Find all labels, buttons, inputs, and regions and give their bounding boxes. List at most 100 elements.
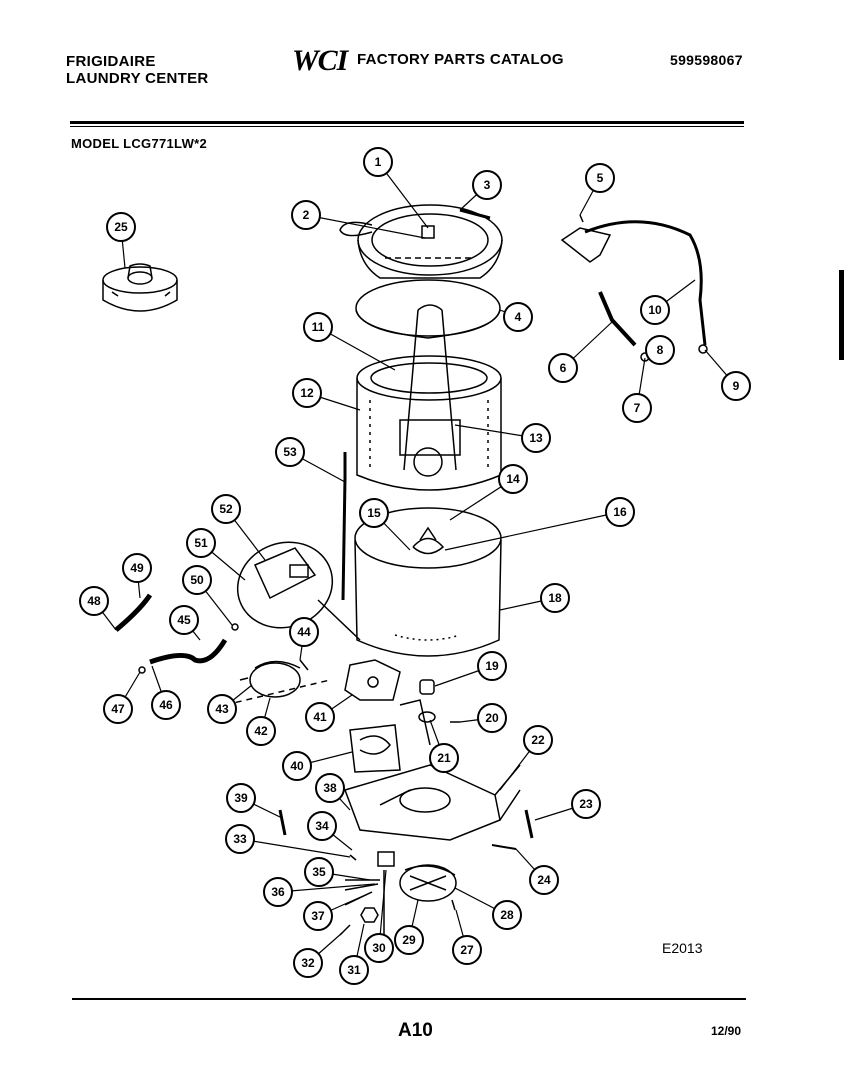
callout-14: 14 bbox=[449, 464, 528, 521]
callout-circle-47 bbox=[103, 694, 133, 724]
callout-circle-46 bbox=[151, 690, 181, 720]
callout-47: 47 bbox=[103, 671, 141, 724]
callout-34: 34 bbox=[307, 811, 353, 851]
callout-label-28: 28 bbox=[500, 908, 514, 922]
callout-5: 5 bbox=[579, 163, 615, 216]
callout-circle-3 bbox=[472, 170, 502, 200]
callout-2: 2 bbox=[291, 200, 426, 239]
callout-circle-7 bbox=[622, 393, 652, 423]
part-28-29-drawing bbox=[399, 864, 457, 902]
scan-edge-mark bbox=[839, 270, 844, 360]
callout-18: 18 bbox=[499, 583, 570, 613]
callout-label-31: 31 bbox=[347, 963, 361, 977]
callout-circle-43 bbox=[207, 694, 237, 724]
callout-21: 21 bbox=[429, 719, 459, 773]
footer-rule bbox=[72, 998, 746, 1000]
callout-35: 35 bbox=[304, 857, 371, 887]
callout-circle-16 bbox=[605, 497, 635, 527]
callout-19: 19 bbox=[434, 651, 507, 687]
motor-base-drawing bbox=[344, 699, 521, 841]
callout-label-7: 7 bbox=[634, 401, 641, 415]
callout-label-39: 39 bbox=[234, 791, 248, 805]
callout-circle-52 bbox=[211, 494, 241, 524]
callout-label-25: 25 bbox=[114, 220, 128, 234]
callout-12: 12 bbox=[292, 378, 361, 411]
callout-circle-8 bbox=[645, 335, 675, 365]
callout-circle-14 bbox=[498, 464, 528, 494]
callout-50: 50 bbox=[182, 565, 233, 626]
callout-circle-4 bbox=[503, 302, 533, 332]
callout-label-44: 44 bbox=[297, 625, 311, 639]
callout-label-4: 4 bbox=[515, 310, 522, 324]
callout-41: 41 bbox=[305, 694, 353, 732]
callout-label-11: 11 bbox=[312, 320, 325, 334]
callout-label-3: 3 bbox=[484, 178, 491, 192]
callout-7: 7 bbox=[622, 357, 652, 423]
callout-20: 20 bbox=[459, 703, 507, 733]
callout-label-52: 52 bbox=[219, 502, 233, 516]
callout-circle-39 bbox=[226, 783, 256, 813]
callout-circle-18 bbox=[540, 583, 570, 613]
callout-28: 28 bbox=[454, 887, 522, 930]
part-24-drawing bbox=[491, 844, 517, 850]
pump-drawing bbox=[224, 659, 401, 706]
callout-48: 48 bbox=[79, 586, 117, 631]
callout-leader-33 bbox=[239, 838, 351, 858]
callout-label-46: 46 bbox=[159, 698, 173, 712]
callout-39: 39 bbox=[226, 783, 283, 819]
callout-label-41: 41 bbox=[313, 710, 327, 724]
callout-23: 23 bbox=[534, 789, 601, 821]
callout-circle-35 bbox=[304, 857, 334, 887]
callout-53: 53 bbox=[275, 437, 346, 483]
revision-date: 12/90 bbox=[711, 1024, 742, 1038]
catalog-number: 599598067 bbox=[670, 52, 743, 68]
part-47-drawing bbox=[138, 666, 146, 674]
callout-circle-33 bbox=[225, 824, 255, 854]
callout-circle-50 bbox=[182, 565, 212, 595]
callout-circle-34 bbox=[307, 811, 337, 841]
callout-label-38: 38 bbox=[323, 781, 337, 795]
callout-label-35: 35 bbox=[312, 865, 326, 879]
callout-label-5: 5 bbox=[597, 171, 604, 185]
hardware-drawing bbox=[339, 851, 456, 936]
callout-15: 15 bbox=[359, 498, 411, 551]
callout-31: 31 bbox=[339, 923, 369, 985]
callout-label-22: 22 bbox=[531, 733, 545, 747]
callout-circle-37 bbox=[303, 901, 333, 931]
callout-label-36: 36 bbox=[271, 885, 285, 899]
callout-49: 49 bbox=[122, 553, 152, 599]
spin-basket-drawing bbox=[356, 304, 502, 491]
brand-name: FRIGIDAIRE LAUNDRY CENTER bbox=[66, 53, 209, 87]
callout-4: 4 bbox=[499, 302, 533, 332]
callout-label-50: 50 bbox=[190, 573, 204, 587]
callout-circle-22 bbox=[523, 725, 553, 755]
callout-circle-20 bbox=[477, 703, 507, 733]
callout-circle-51 bbox=[186, 528, 216, 558]
callout-circle-53 bbox=[275, 437, 305, 467]
part-4-drawing bbox=[355, 279, 501, 339]
drawing-code: E2013 bbox=[662, 940, 703, 956]
callout-label-53: 53 bbox=[283, 445, 297, 459]
callout-label-24: 24 bbox=[537, 873, 551, 887]
catalog-title: FACTORY PARTS CATALOG bbox=[357, 51, 564, 68]
part-23-drawing bbox=[524, 809, 534, 839]
callout-label-12: 12 bbox=[300, 386, 314, 400]
callout-label-1: 1 bbox=[375, 155, 382, 169]
model-number: MODEL LCG771LW*2 bbox=[71, 136, 208, 151]
callout-46: 46 bbox=[151, 665, 181, 720]
callout-51: 51 bbox=[186, 528, 246, 581]
callout-label-45: 45 bbox=[177, 613, 191, 627]
part-25-drawing bbox=[102, 263, 178, 312]
callout-label-51: 51 bbox=[194, 536, 208, 550]
callout-circle-49 bbox=[122, 553, 152, 583]
callout-label-29: 29 bbox=[402, 933, 416, 947]
callout-circle-5 bbox=[585, 163, 615, 193]
callout-circle-29 bbox=[394, 925, 424, 955]
callout-circle-40 bbox=[282, 751, 312, 781]
callout-circle-6 bbox=[548, 353, 578, 383]
callout-circle-2 bbox=[291, 200, 321, 230]
callout-label-49: 49 bbox=[130, 561, 144, 575]
callout-circle-25 bbox=[106, 212, 136, 242]
